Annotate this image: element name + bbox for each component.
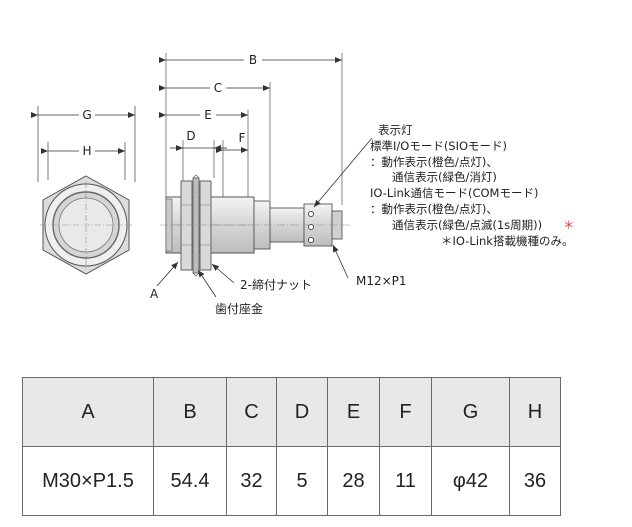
header-b: B	[153, 377, 227, 447]
label-e: E	[204, 108, 212, 122]
label-nut: 2-締付ナット	[240, 277, 312, 292]
leader-lines	[156, 137, 373, 298]
header-a: A	[22, 377, 154, 447]
value-a: M30×P1.5	[22, 446, 154, 516]
value-e: 28	[327, 446, 380, 516]
header-f: F	[379, 377, 432, 447]
note-iolink-only: ＊IO-Link搭載機種のみ。	[441, 234, 573, 248]
value-b: 54.4	[153, 446, 227, 516]
table-row: M30×P1.5 54.4 32 5 28 11 φ42 36	[22, 446, 561, 516]
value-h: 36	[509, 446, 561, 516]
label-d: D	[186, 129, 195, 143]
value-g: φ42	[431, 446, 510, 516]
dimension-table: A B C D E F G H M30×P1.5 54.4 32 5 28 11…	[22, 377, 561, 516]
table-header-row: A B C D E F G H	[22, 377, 561, 447]
label-washer: 歯付座金	[215, 301, 263, 316]
note-indicator-title: 表示灯	[378, 123, 413, 137]
front-view	[37, 106, 136, 275]
note-com-mode: IO-Link通信モード(COMモード)	[370, 186, 538, 200]
header-e: E	[327, 377, 380, 447]
label-a: A	[150, 287, 159, 301]
sensor-dimension-drawing: G H	[31, 53, 575, 316]
note-sio-communication: 通信表示(緑色/消灯)	[392, 170, 497, 184]
value-c: 32	[226, 446, 277, 516]
note-star: ＊	[563, 218, 575, 232]
label-f: F	[239, 131, 246, 145]
note-com-operation: ：動作表示(橙色/点灯)、	[370, 202, 498, 216]
side-view	[160, 53, 350, 277]
value-f: 11	[379, 446, 432, 516]
label-g: G	[82, 108, 91, 122]
note-com-communication: 通信表示(緑色/点滅(1s周期))	[392, 218, 542, 232]
label-connector: M12×P1	[356, 274, 407, 288]
header-d: D	[276, 377, 328, 447]
header-h: H	[509, 377, 561, 447]
note-sio-mode: 標準I/Oモード(SIOモード)	[370, 139, 507, 153]
label-b: B	[249, 53, 257, 67]
value-d: 5	[276, 446, 328, 516]
label-c: C	[214, 81, 222, 95]
header-g: G	[431, 377, 510, 447]
label-h: H	[82, 144, 91, 158]
header-c: C	[226, 377, 277, 447]
note-sio-operation: ：動作表示(橙色/点灯)、	[370, 155, 498, 169]
